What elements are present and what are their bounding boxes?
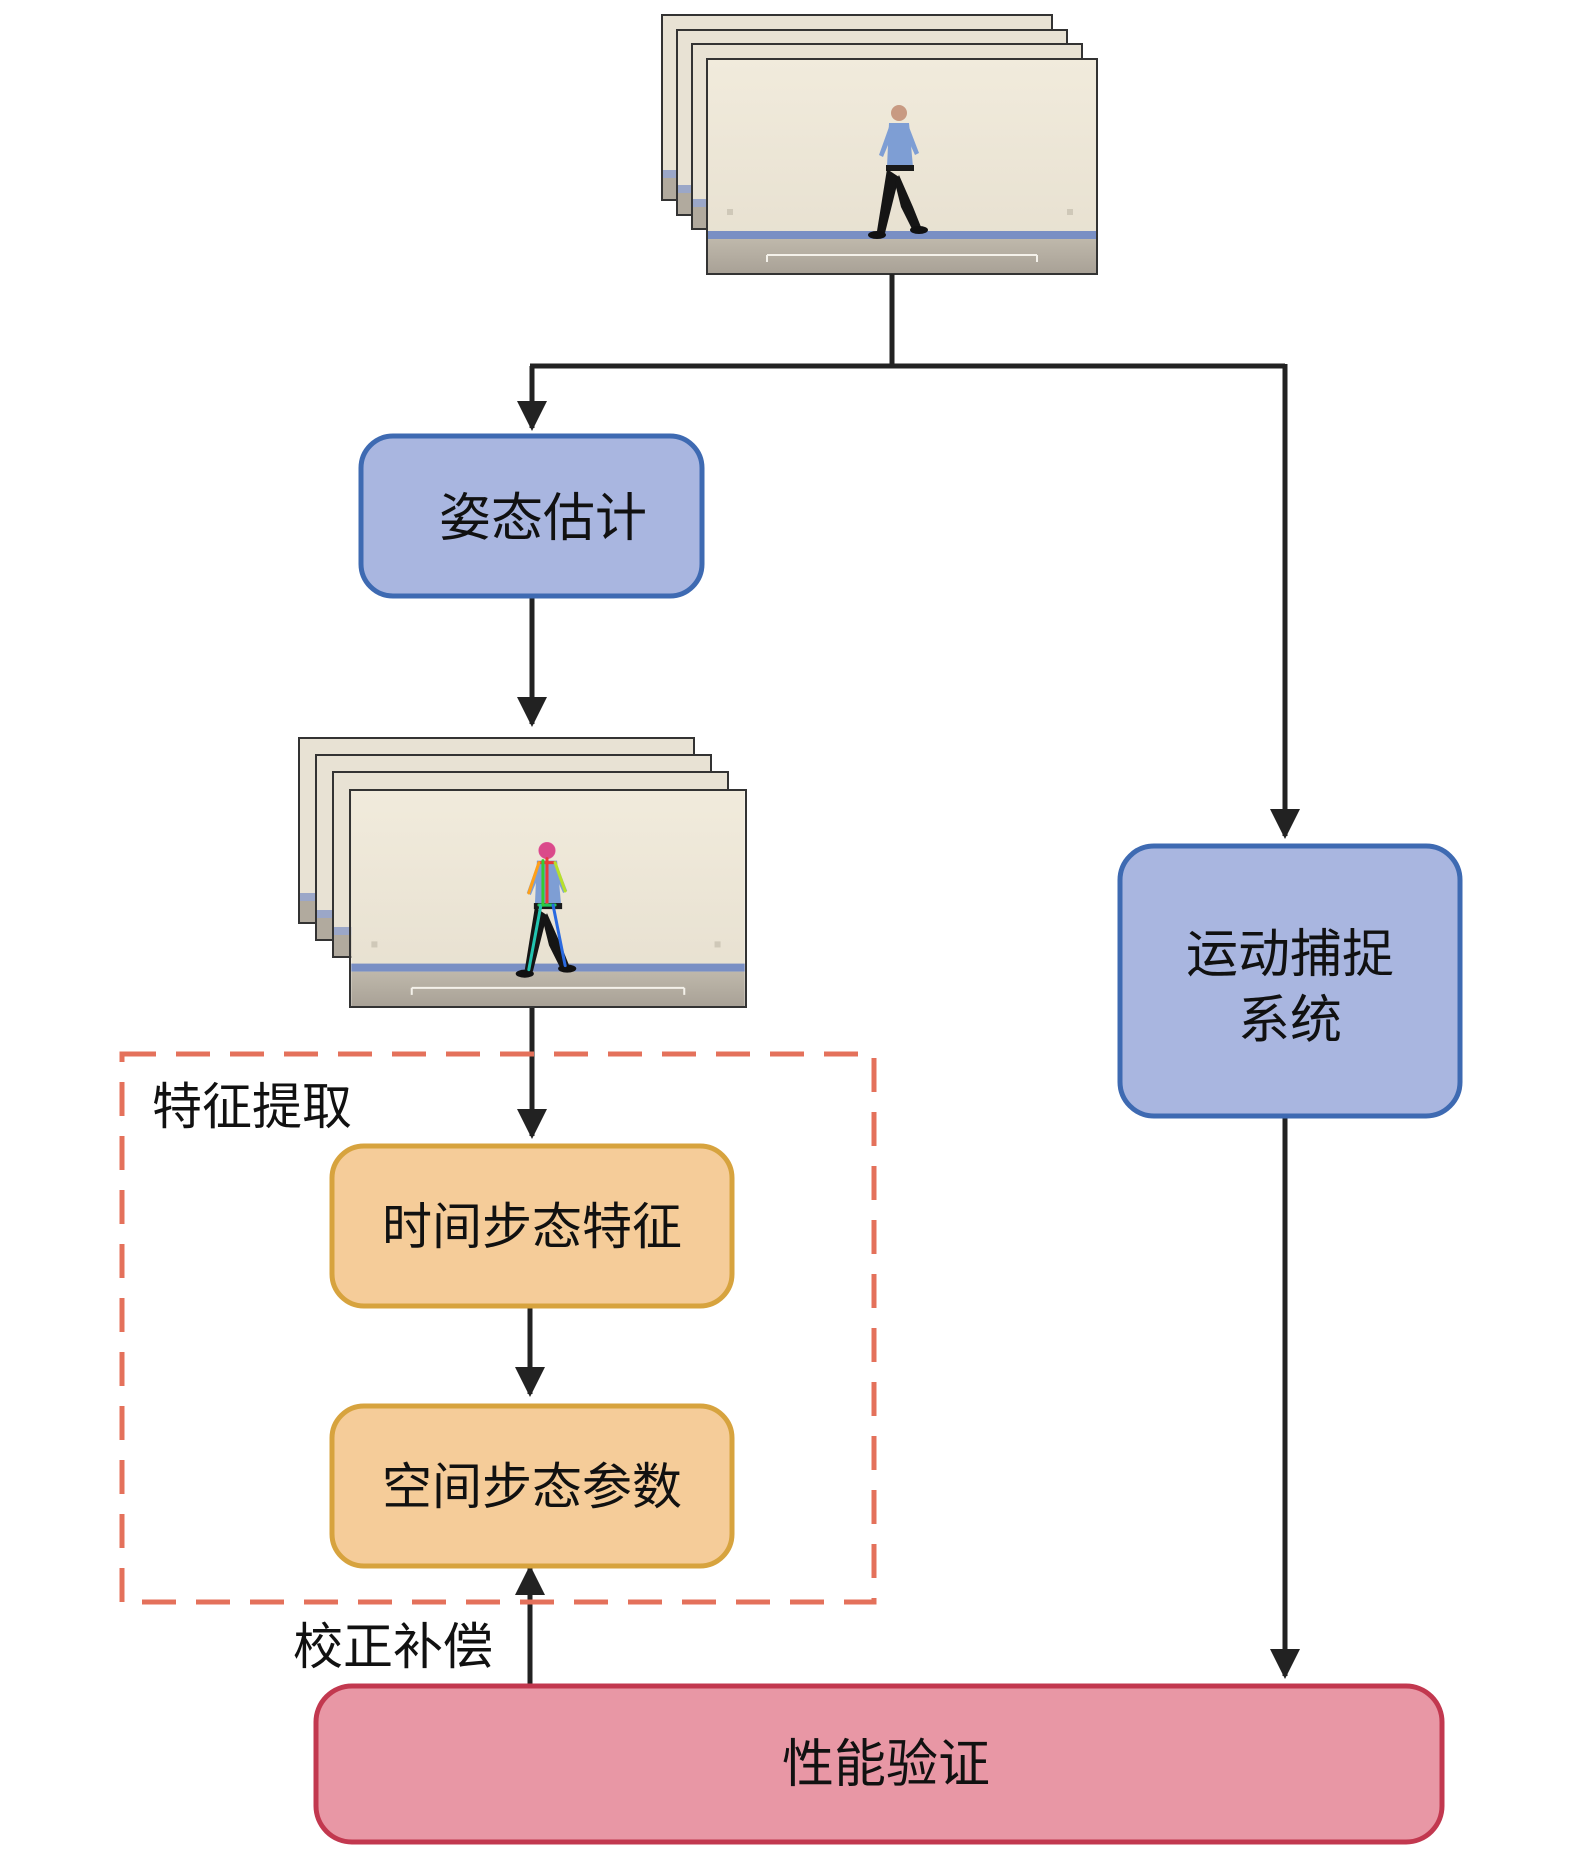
connectors	[515, 274, 1300, 1684]
pose-estimation-box: 姿态估计	[358, 433, 705, 599]
pose-estimation-label: 姿态估计	[439, 489, 647, 549]
skeleton-person-icon	[516, 841, 577, 977]
motion-capture-box: 运动捕捉 系统	[1117, 843, 1463, 1119]
skeleton-video-frames	[298, 737, 747, 1008]
video-frame-front	[706, 58, 1098, 275]
temporal-features-label: 时间步态特征	[382, 1198, 682, 1256]
feature-extraction-group: 特征提取	[119, 1051, 877, 1605]
input-video-frames	[661, 14, 1098, 275]
spatial-params-box: 空间步态参数	[329, 1403, 735, 1569]
skeleton-frame-front	[349, 789, 747, 1008]
correction-label: 校正补偿	[293, 1618, 493, 1676]
motion-capture-label-line1: 运动捕捉	[1186, 925, 1394, 985]
feature-extraction-label: 特征提取	[152, 1078, 352, 1136]
motion-capture-label-line2: 系统	[1238, 991, 1342, 1051]
validation-box: 性能验证	[313, 1683, 1445, 1845]
temporal-features-box: 时间步态特征	[329, 1143, 735, 1309]
spatial-params-label: 空间步态参数	[382, 1458, 682, 1516]
validation-label: 性能验证	[782, 1735, 990, 1795]
